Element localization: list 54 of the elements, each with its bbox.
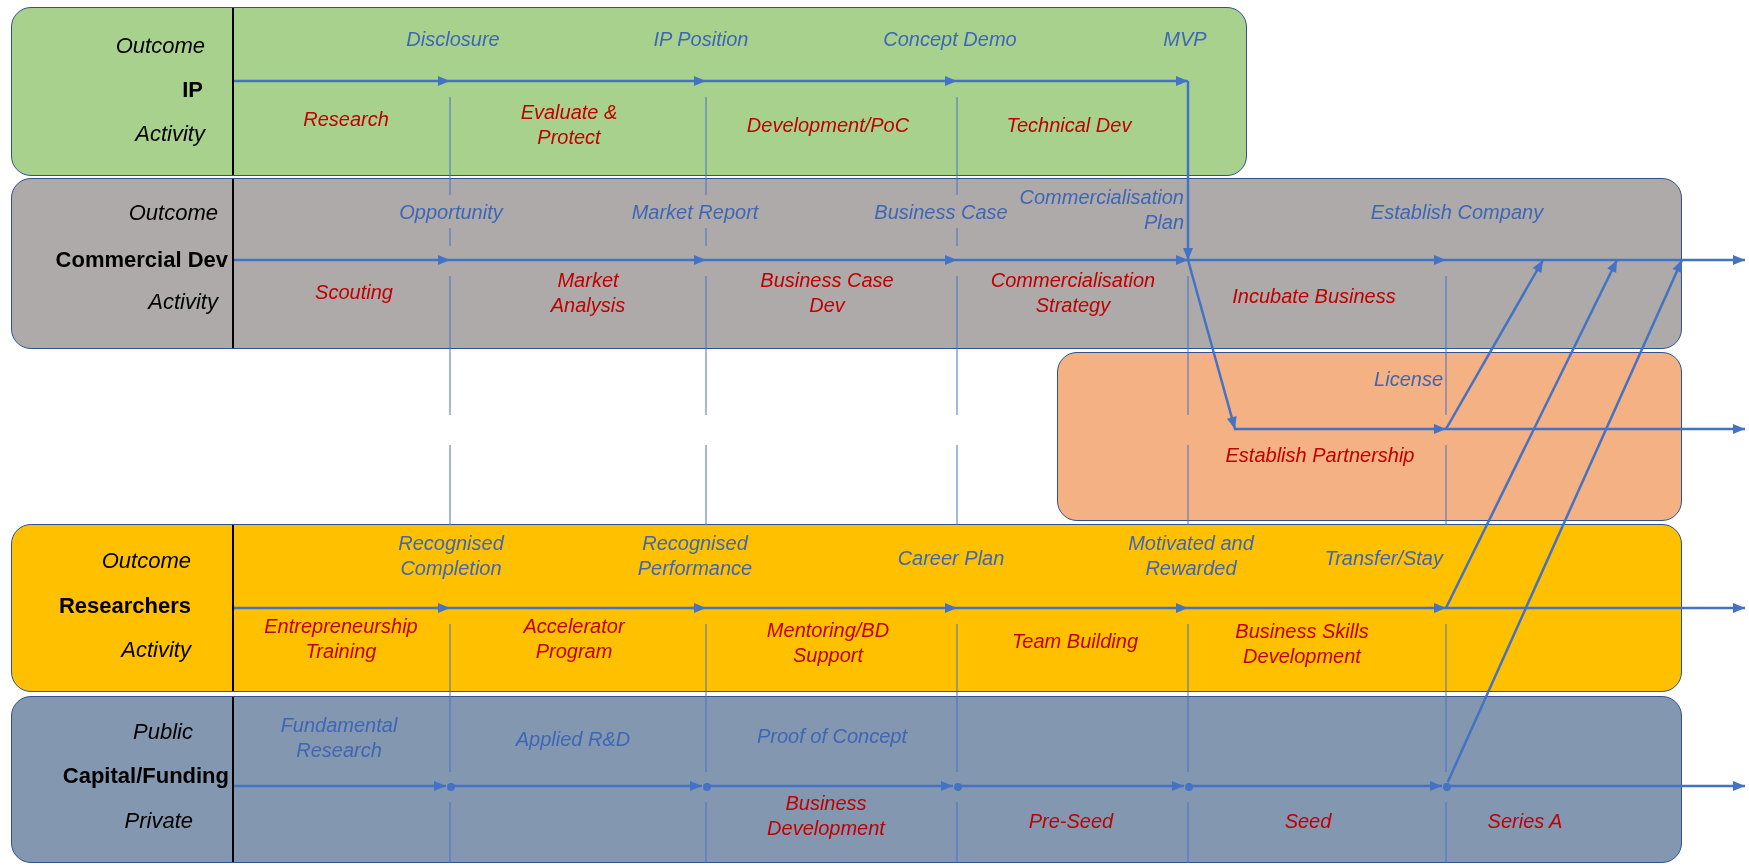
outcome-label: License [1374, 367, 1443, 392]
activity-label: Incubate Business [1232, 284, 1396, 309]
activity-label: Business Case Dev [759, 268, 895, 318]
outcome-label: Motivated and Rewarded [1127, 531, 1256, 581]
activity-label: Research [303, 107, 389, 132]
outcome-label: MVP [1163, 27, 1207, 52]
row-label: Activity [135, 120, 205, 148]
activity-label: Evaluate & Protect [519, 100, 619, 150]
activity-label: Scouting [315, 280, 393, 305]
swimlane-band [11, 696, 1682, 863]
outcome-label: Opportunity [399, 200, 503, 225]
row-label: Outcome [128, 199, 218, 227]
outcome-label: Career Plan [897, 546, 1005, 571]
activity-label: Entrepreneurship Training [263, 614, 419, 664]
activity-label: Commercialisation Strategy [989, 268, 1157, 318]
outcome-label: Recognised Completion [397, 531, 506, 581]
activity-label: Accelerator Program [521, 614, 627, 664]
outcome-label: Concept Demo [883, 27, 1017, 52]
activity-label: Mentoring/BD Support [765, 618, 891, 668]
funding-stage-label: Applied R&D [515, 727, 631, 752]
outcome-label: Market Report [631, 200, 759, 225]
outcome-label: Business Case [874, 200, 1008, 225]
lane-title: IP [182, 76, 203, 104]
row-label: Activity [121, 636, 191, 664]
swimlane-band [1057, 352, 1682, 521]
outcome-label: Commercialisation Plan [1018, 185, 1184, 235]
outcome-label: IP Position [653, 27, 749, 52]
activity-label: Business Skills Development [1234, 619, 1370, 669]
funding-stage-label: Fundamental Research [279, 713, 399, 763]
funding-stage-label: Seed [1284, 809, 1332, 834]
activity-label: Development/PoC [746, 113, 910, 138]
swimlane-band [11, 524, 1682, 692]
swimlane-band [11, 7, 1247, 176]
outcome-label: Recognised Performance [636, 531, 754, 581]
outcome-label: Establish Company [1370, 200, 1544, 225]
lane-title: Researchers [58, 592, 191, 620]
row-label: Public [133, 718, 193, 746]
activity-label: Technical Dev [1006, 113, 1132, 138]
funding-stage-label: Business Development [766, 791, 887, 841]
lane-title: Commercial Dev [55, 246, 228, 274]
outcome-label: Transfer/Stay [1324, 546, 1443, 571]
swimlane-band [11, 178, 1682, 349]
row-label: Outcome [101, 547, 191, 575]
row-label: Outcome [115, 32, 205, 60]
funding-stage-label: Pre-Seed [1028, 809, 1114, 834]
lane-title: Capital/Funding [62, 762, 229, 790]
activity-label: Establish Partnership [1225, 443, 1415, 468]
activity-label: Team Building [1012, 629, 1138, 654]
funding-stage-label: Series A [1487, 809, 1563, 834]
funding-stage-label: Proof of Concept [756, 724, 908, 749]
row-label: Private [124, 807, 193, 835]
activity-label: Market Analysis [549, 268, 627, 318]
row-label: Activity [148, 288, 218, 316]
outcome-label: Disclosure [406, 27, 500, 52]
